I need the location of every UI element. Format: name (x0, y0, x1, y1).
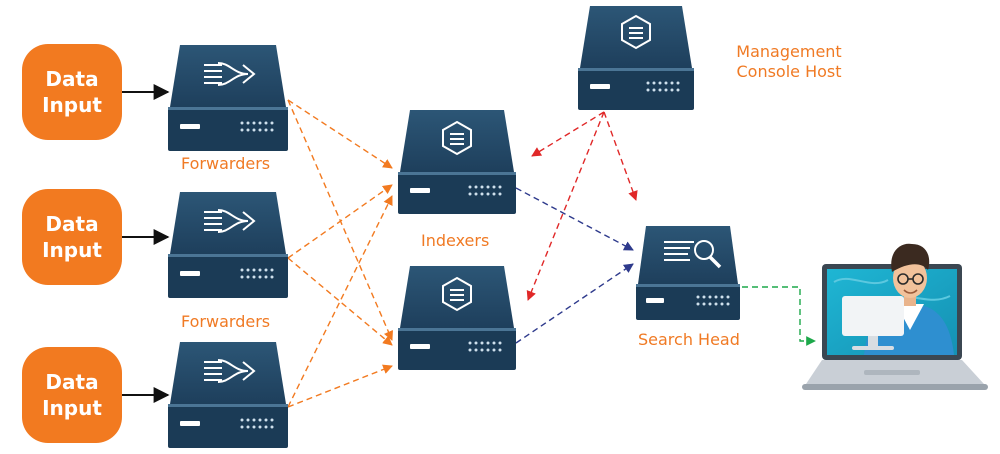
forwarder-to-indexer-arrows (287, 99, 393, 408)
forwarder-icon (204, 62, 256, 86)
indexers-label: Indexers (421, 231, 490, 250)
management-console-label: Management Console Host (736, 42, 842, 81)
indexer-to-search-arrows (515, 187, 634, 344)
forwarders-label-2: Forwarders (181, 312, 271, 331)
forwarder-server-2 (168, 192, 288, 298)
forwarder-server-1 (168, 45, 288, 151)
data-input-2-label: Data Input (42, 212, 102, 262)
search-head-label: Search Head (638, 330, 740, 349)
forwarder-icon (204, 209, 256, 233)
data-input-3: Data Input (22, 347, 122, 443)
data-input-3-label: Data Input (42, 370, 102, 420)
management-icon (621, 14, 651, 50)
forwarders-label-1: Forwarders (181, 154, 271, 173)
input-arrows (122, 84, 170, 403)
management-arrows (526, 111, 638, 301)
indexer-server-1 (398, 110, 516, 214)
data-input-1: Data Input (22, 44, 122, 140)
data-input-2: Data Input (22, 189, 122, 285)
search-head-icon (664, 240, 722, 269)
data-input-1-label: Data Input (42, 67, 102, 117)
forwarder-icon (204, 359, 256, 383)
search-to-user-arrow (742, 286, 816, 346)
management-server (578, 6, 694, 110)
indexer-icon (442, 276, 472, 312)
indexer-server-2 (398, 266, 516, 370)
indexer-icon (442, 120, 472, 156)
search-head-server (636, 226, 740, 320)
user-avatar-icon (842, 243, 954, 355)
forwarder-server-3 (168, 342, 288, 448)
